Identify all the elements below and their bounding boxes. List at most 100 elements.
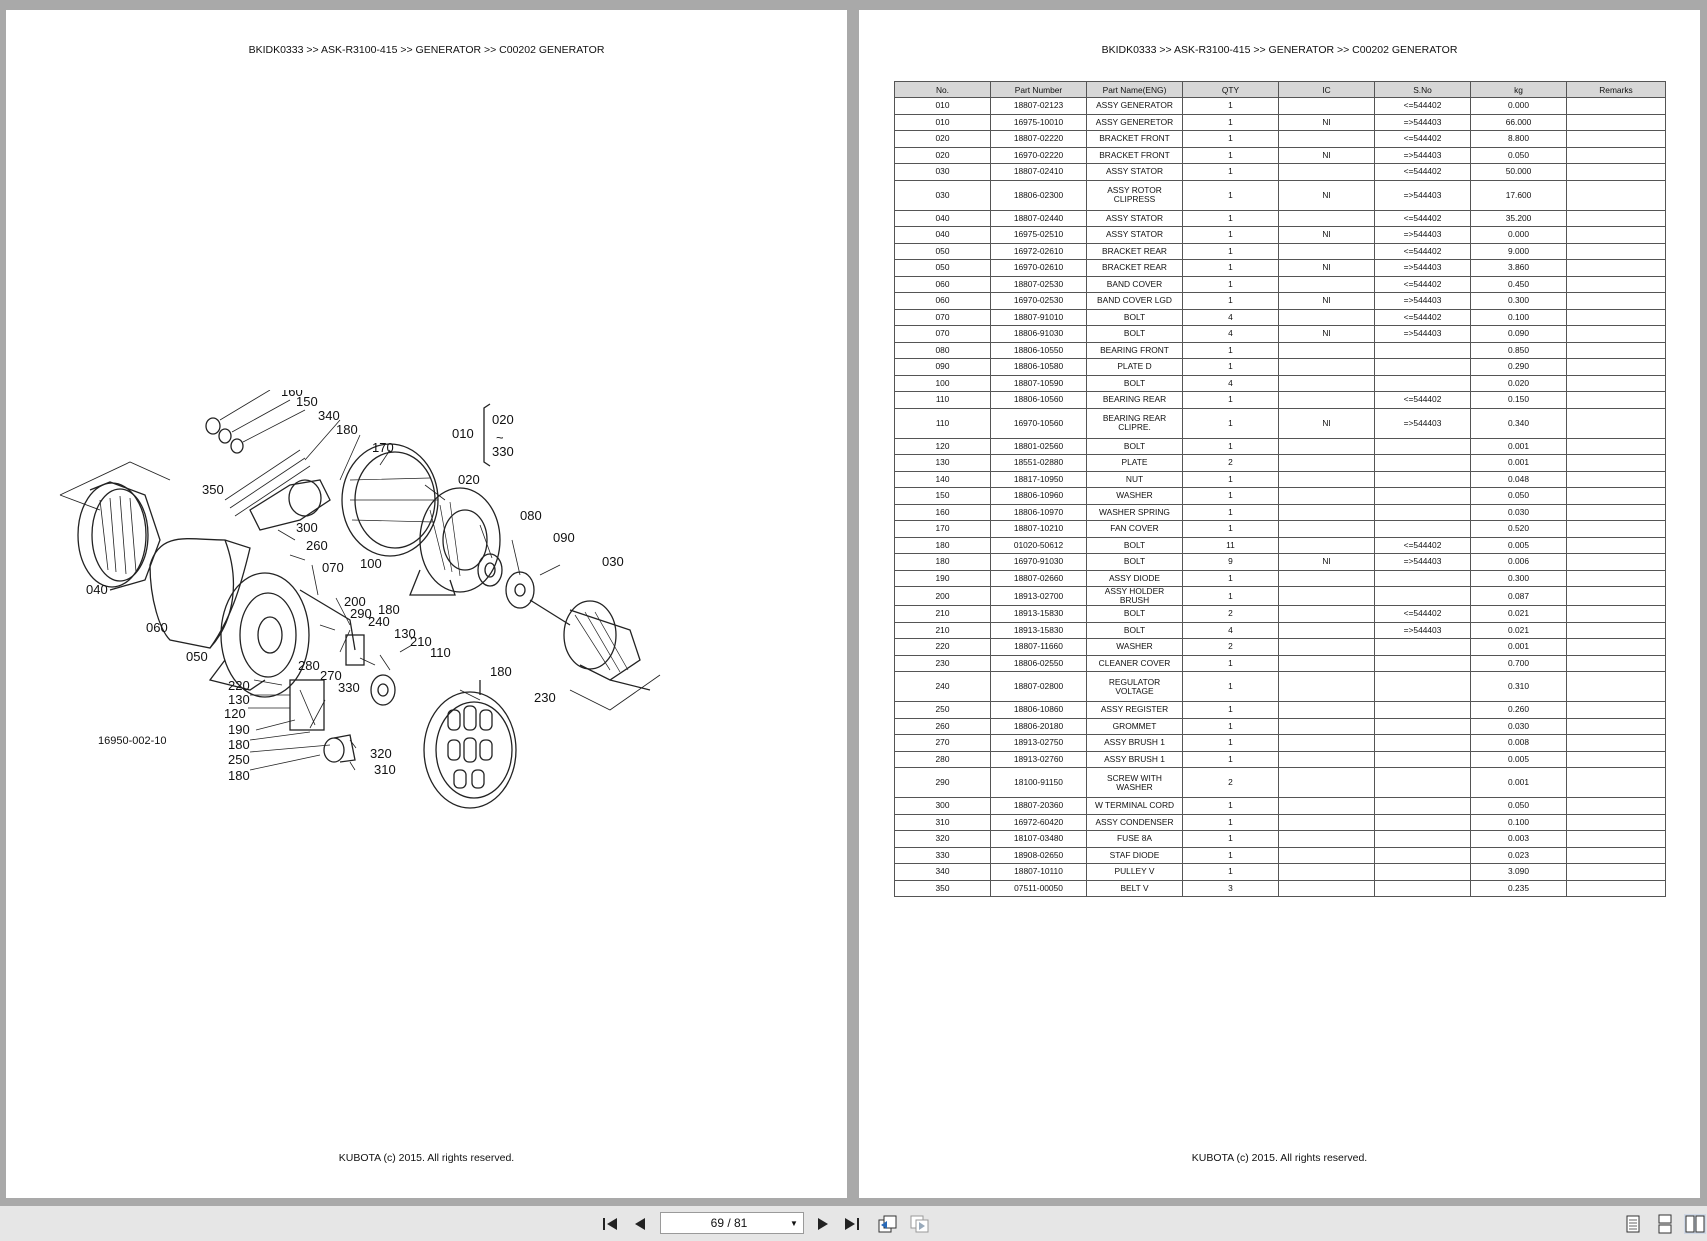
single-page-view-button[interactable] <box>1624 1214 1642 1234</box>
cell-remarks <box>1566 226 1666 244</box>
cell-part-number: 18107-03480 <box>990 830 1087 848</box>
cell-remarks <box>1566 209 1666 227</box>
cell-kg: 0.001 <box>1470 437 1567 455</box>
cell-part-number: 16970-02530 <box>990 292 1087 310</box>
col-header-remarks: Remarks <box>1566 81 1666 98</box>
cell-part-name: WASHER SPRING <box>1086 503 1183 521</box>
cell-remarks <box>1566 358 1666 376</box>
cell-kg: 0.050 <box>1470 797 1567 815</box>
cell-part-name: ASSY HOLDER BRUSH <box>1086 586 1183 606</box>
cell-part-number: 16970-02610 <box>990 259 1087 277</box>
callout-340: 340 <box>318 408 340 423</box>
cell-no: 230 <box>894 654 991 672</box>
cell-remarks <box>1566 701 1666 719</box>
cell-ic <box>1278 454 1375 472</box>
cell-no: 310 <box>894 813 991 831</box>
cell-no: 240 <box>894 671 991 702</box>
cell-part-number: 16975-10010 <box>990 113 1087 131</box>
prev-page-button[interactable] <box>631 1214 649 1234</box>
cell-part-number: 18806-10580 <box>990 358 1087 376</box>
cell-no: 220 <box>894 638 991 656</box>
two-page-icon <box>1685 1215 1705 1233</box>
cell-part-number: 18806-02550 <box>990 654 1087 672</box>
first-page-button[interactable] <box>600 1214 620 1234</box>
cell-part-name: BAND COVER <box>1086 275 1183 293</box>
cell-ic <box>1278 734 1375 752</box>
cell-part-number: 16970-91030 <box>990 553 1087 571</box>
cell-qty: 1 <box>1182 654 1279 672</box>
cell-ic <box>1278 638 1375 656</box>
cell-kg: 17.600 <box>1470 179 1567 211</box>
previous-view-button[interactable] <box>876 1214 898 1234</box>
callout-190: 190 <box>228 722 250 737</box>
last-page-button[interactable] <box>842 1214 862 1234</box>
cell-part-name: FUSE 8A <box>1086 830 1183 848</box>
cell-no: 030 <box>894 163 991 181</box>
cell-kg: 0.260 <box>1470 701 1567 719</box>
cell-kg: 0.300 <box>1470 292 1567 310</box>
cell-qty: 1 <box>1182 701 1279 719</box>
cell-kg: 0.000 <box>1470 226 1567 244</box>
continuous-view-button[interactable] <box>1656 1214 1674 1234</box>
cell-no: 280 <box>894 750 991 768</box>
cell-kg: 8.800 <box>1470 130 1567 148</box>
cell-part-number: 18913-02750 <box>990 734 1087 752</box>
cell-qty: 1 <box>1182 586 1279 606</box>
cell-qty: 1 <box>1182 813 1279 831</box>
next-view-button[interactable] <box>908 1214 930 1234</box>
diagram-code: 16950-002-10 <box>98 735 167 747</box>
cell-remarks <box>1566 621 1666 639</box>
callout-320: 320 <box>370 746 392 761</box>
next-page-button[interactable] <box>814 1214 832 1234</box>
cell-ic <box>1278 701 1375 719</box>
cell-remarks <box>1566 179 1666 211</box>
cell-remarks <box>1566 407 1666 439</box>
cell-qty: 1 <box>1182 407 1279 439</box>
cell-remarks <box>1566 437 1666 455</box>
cell-remarks <box>1566 717 1666 735</box>
cell-no: 110 <box>894 391 991 409</box>
cell-part-name: ASSY REGISTER <box>1086 701 1183 719</box>
cell-part-name: BEARING REAR CLIPRE. <box>1086 407 1183 439</box>
cell-part-number: 16972-02610 <box>990 242 1087 260</box>
cell-remarks <box>1566 325 1666 343</box>
callout-180e: 180 <box>490 664 512 679</box>
cell-qty: 1 <box>1182 437 1279 455</box>
cell-sno: =>544403 <box>1374 226 1471 244</box>
cell-no: 060 <box>894 292 991 310</box>
cell-part-name: CLEANER COVER <box>1086 654 1183 672</box>
callout-180b: 180 <box>378 602 400 617</box>
cell-part-name: GROMMET <box>1086 717 1183 735</box>
cell-no: 250 <box>894 701 991 719</box>
cell-ic <box>1278 605 1375 623</box>
cell-part-number: 18807-02440 <box>990 209 1087 227</box>
col-header-sno: S.No <box>1374 81 1471 98</box>
cell-qty: 1 <box>1182 734 1279 752</box>
cell-ic <box>1278 391 1375 409</box>
cell-part-number: 18908-02650 <box>990 846 1087 864</box>
cell-sno <box>1374 586 1471 606</box>
cell-part-name: STAF DIODE <box>1086 846 1183 864</box>
page-number-dropdown[interactable]: 69 / 81 ▼ <box>660 1212 804 1234</box>
cell-qty: 11 <box>1182 536 1279 554</box>
callout-160: 160 <box>281 390 303 399</box>
two-page-view-button[interactable] <box>1684 1214 1706 1234</box>
cell-sno <box>1374 470 1471 488</box>
cell-no: 040 <box>894 209 991 227</box>
cell-ic <box>1278 275 1375 293</box>
cell-part-number: 18807-11660 <box>990 638 1087 656</box>
cell-sno: <=544402 <box>1374 130 1471 148</box>
cell-part-number: 18807-20360 <box>990 797 1087 815</box>
cell-remarks <box>1566 734 1666 752</box>
cell-part-name: ASSY GENERATOR <box>1086 97 1183 115</box>
cell-remarks <box>1566 242 1666 260</box>
cell-ic <box>1278 130 1375 148</box>
cell-part-name: NUT <box>1086 470 1183 488</box>
